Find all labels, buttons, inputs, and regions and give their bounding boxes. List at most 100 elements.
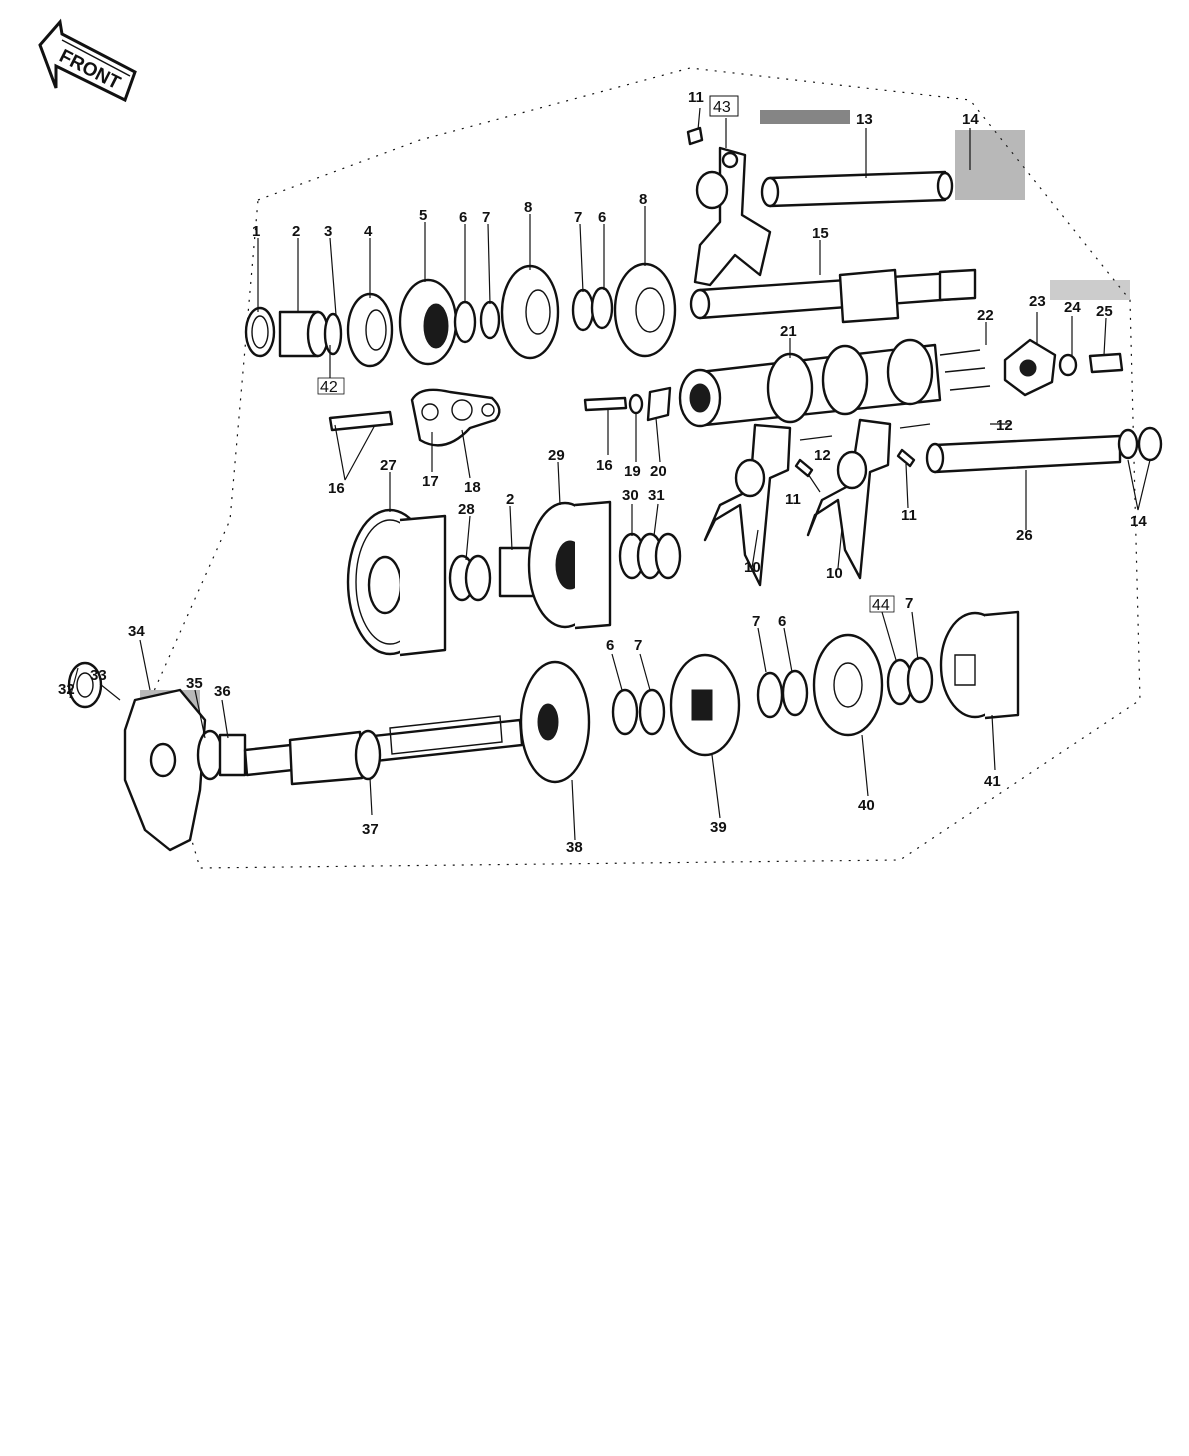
upper-gear-row [244,262,677,368]
callout-11b: 11 [785,491,801,508]
screw-16a [328,410,394,432]
callout-21: 21 [780,323,797,340]
callout-38: 38 [566,839,583,856]
washers-28 [448,554,492,602]
cam-plate-23 [1003,338,1057,397]
callout-5: 5 [419,207,427,224]
callout-24: 24 [1064,299,1081,316]
callout-14a: 14 [962,111,979,128]
shift-drum-21 [678,338,991,428]
callout-7e: 7 [905,595,913,612]
callout-44-box [869,595,895,613]
callout-41: 41 [984,773,1001,790]
callout-7b: 7 [574,209,582,226]
callout-35: 35 [186,675,203,692]
callout-2b: 2 [506,491,514,508]
gear-29 [527,500,612,630]
callout-25: 25 [1096,303,1113,320]
callout-6b: 6 [598,209,606,226]
gear-8b [613,262,677,358]
callout-16b: 16 [596,457,613,474]
output-shaft-37 [243,715,524,786]
callout-43-box [709,95,739,117]
callout-10a: 10 [744,559,761,576]
washer-19 [628,393,644,415]
callout-23: 23 [1029,293,1046,310]
bolt-25 [1088,352,1124,374]
callout-6d: 6 [778,613,786,630]
callout-12a: 12 [814,447,831,464]
washer-3 [323,312,343,356]
washers-30-31 [618,532,682,580]
callout-7c: 7 [634,637,642,654]
washer-7d [756,671,784,719]
callout-42: 42 [320,379,338,396]
callout-7a: 7 [482,209,490,226]
gear-4 [346,292,394,368]
callout-43: 43 [713,99,731,116]
shift-fork-upper [686,126,772,287]
callout-31: 31 [648,487,665,504]
callout-11a: 11 [688,89,704,106]
washer-7a [479,300,501,340]
callout-1: 1 [252,223,260,240]
case-outline [149,67,1141,869]
callout-44: 44 [872,597,890,614]
washer-6b [590,286,614,330]
callout-4: 4 [364,223,373,240]
callout-18: 18 [464,479,481,496]
callout-13: 13 [856,111,873,128]
washer-6a [453,300,477,344]
callout-10b: 10 [826,565,843,582]
callout-37: 37 [362,821,379,838]
callout-32: 32 [58,681,75,698]
callout-2a: 2 [292,223,300,240]
callout-6a: 6 [459,209,467,226]
pins-11 [794,448,916,478]
callout-7d: 7 [752,613,760,630]
gear-41 [939,610,1020,720]
callout-30: 30 [622,487,639,504]
stopper-20 [646,386,672,422]
washer-6c [611,688,639,736]
callout-8b: 8 [639,191,647,208]
callout-26: 26 [1016,527,1033,544]
gear-40 [812,633,884,737]
callout-36: 36 [214,683,231,700]
callout-27: 27 [380,457,397,474]
callout-34: 34 [128,623,145,640]
callout-29: 29 [548,447,565,464]
collar-35-36 [196,729,247,781]
screw-16b [583,396,628,412]
callout-11c: 11 [901,507,917,524]
shift-rod-26 [925,434,1122,474]
gear-39 [669,653,741,757]
callout-22: 22 [977,307,994,324]
callout-33: 33 [90,667,107,684]
callout-14b: 14 [1130,513,1147,530]
washer-6d [781,669,809,717]
gear-8a [500,264,560,360]
leader-lines [69,107,1151,841]
washer-7c [638,688,666,736]
gear-38 [519,660,591,784]
shift-shaft-13 [760,170,954,208]
shift-fork-10b [806,418,892,580]
callout-8a: 8 [524,199,532,216]
front-arrow-icon: FRONT [38,18,137,103]
callout-40: 40 [858,797,875,814]
needle-bearing-2 [278,310,330,358]
callouts: 1 2 3 4 5 6 7 8 7 6 8 11 43 13 14 15 21 … [58,89,1147,856]
callout-20: 20 [650,463,667,480]
callout-16a: 16 [328,480,345,497]
cover-17 [410,388,501,447]
callout-12b: 12 [996,417,1013,434]
gear-5 [398,278,458,366]
drive-shaft-15 [689,268,977,324]
callout-17: 17 [422,473,439,490]
bearing-1 [244,306,276,358]
callout-3: 3 [324,223,332,240]
gear-27 [346,508,447,657]
callout-42-box [317,377,345,395]
